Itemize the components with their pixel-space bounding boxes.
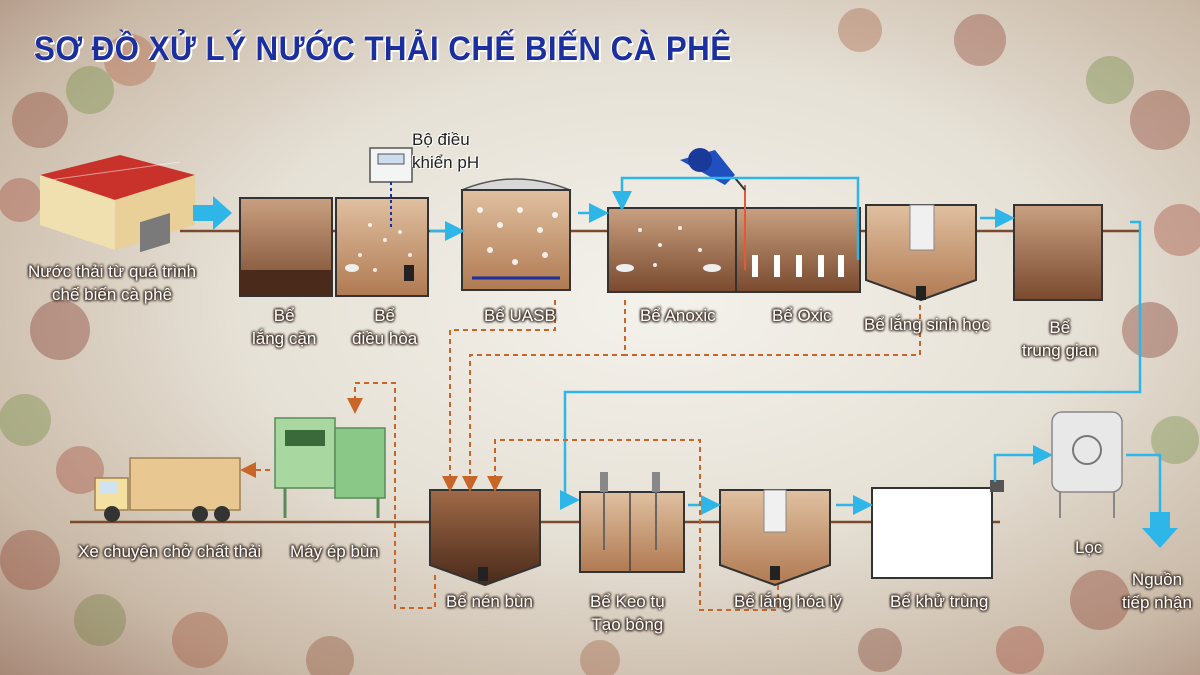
ph-controller-icon (369, 147, 413, 230)
truck-label: Xe chuyên chở chất thải (78, 542, 262, 561)
bio-clarifier-icon (865, 204, 977, 302)
disinfection-label: Bể khử trùng (890, 592, 989, 611)
inflow-arrow-icon (193, 196, 232, 230)
settling-tank-icon (239, 197, 333, 297)
equalization-tank-icon (335, 197, 429, 297)
factory-icon (40, 155, 195, 253)
sludge-flows (240, 300, 921, 611)
page-title: SƠ ĐỒ XỬ LÝ NƯỚC THẢI CHẾ BIẾN CÀ PHÊ (34, 30, 732, 68)
anoxic-tank-icon (607, 207, 737, 293)
uasb-tank-icon (461, 178, 571, 291)
receiving-label: Nguồn tiếp nhận (1122, 570, 1192, 612)
source-label: Nước thải từ quá trình chế biến cà phê (28, 262, 197, 304)
blower-icon (680, 148, 746, 191)
filter-press-icon (274, 417, 386, 518)
filter-label: Lọc (1075, 538, 1103, 557)
coagulation-tank-icon (579, 472, 685, 573)
equalization-tank-label: Bể điều hòa (352, 306, 418, 348)
sludge-thickener-icon (429, 489, 541, 587)
settling-tank-label: Bể lắng cặn (252, 306, 317, 348)
coagulation-label: Bể Keo tụ Tạo bông (590, 592, 665, 634)
truck-icon (94, 457, 241, 522)
chem-clarifier-icon (719, 489, 831, 587)
uasb-label: Bể UASB (484, 306, 556, 325)
bio-clarifier-label: Bể lắng sinh học (864, 315, 990, 334)
ph-controller-label: Bộ điều khiển pH (412, 130, 480, 172)
flow-down-connector (560, 220, 1142, 510)
filter-vessel-icon (1051, 411, 1123, 518)
chem-clarifier-label: Bể lắng hóa lý (734, 592, 842, 611)
disinfection-tank-icon (871, 480, 1004, 579)
sludge-thickener-label: Bể nén bùn (446, 592, 533, 611)
anoxic-label: Bể Anoxic (640, 306, 716, 325)
oxic-tank-icon (735, 185, 861, 293)
oxic-label: Bể Oxic (772, 306, 832, 325)
filter-press-label: Máy ép bùn (290, 542, 379, 561)
intermediate-label: Bể trung gian (1022, 318, 1098, 360)
flow-top-segments (430, 176, 1015, 260)
intermediate-tank-icon (1013, 204, 1103, 301)
flow-bottom-segments (688, 445, 1178, 548)
